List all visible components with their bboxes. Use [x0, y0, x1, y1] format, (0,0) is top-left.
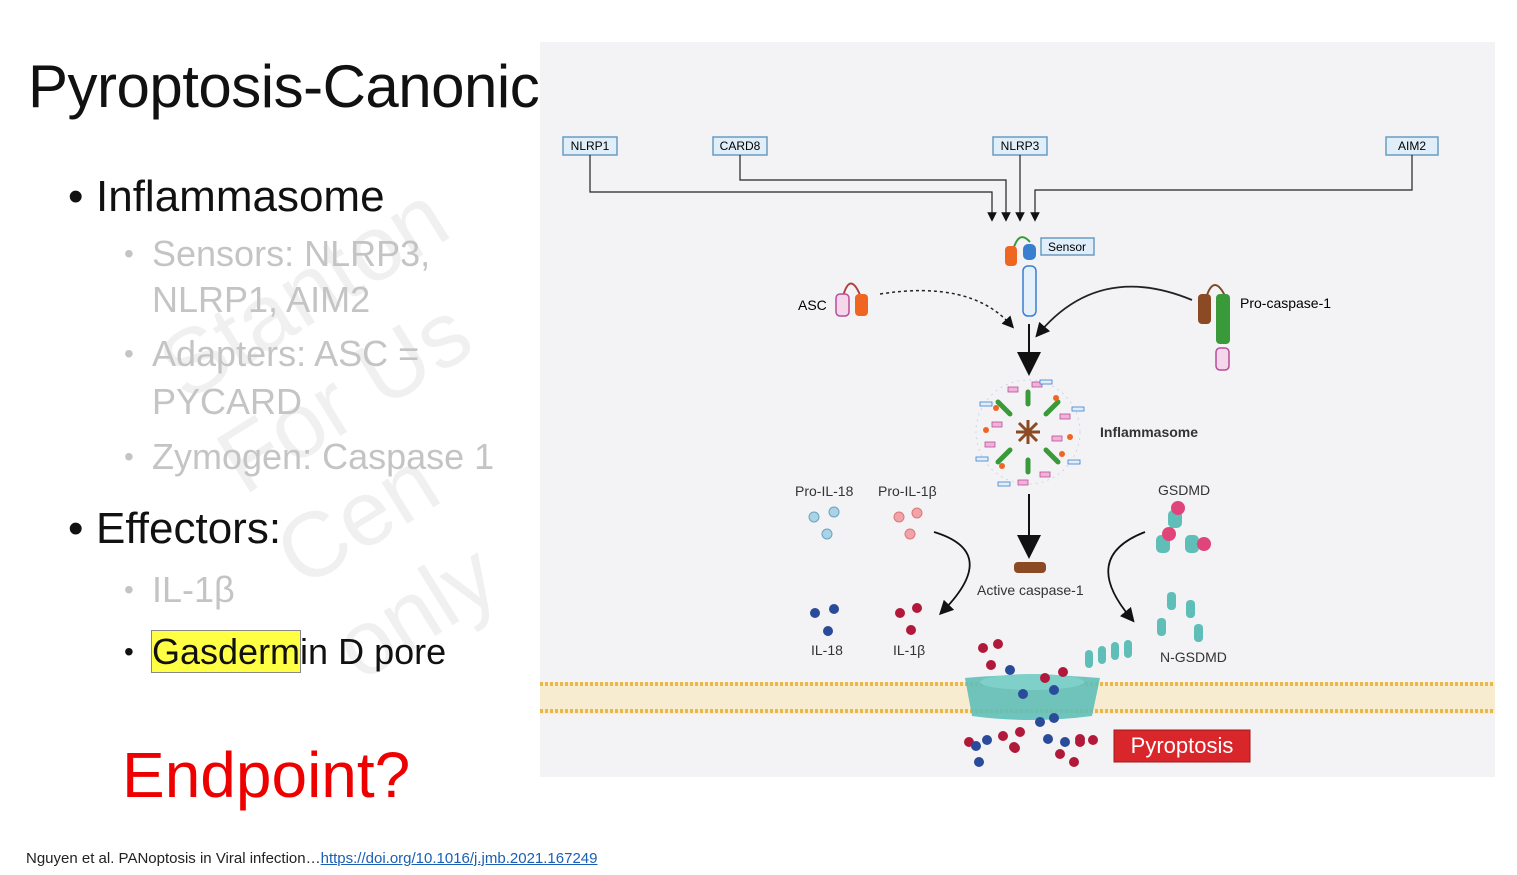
- card8-label: CARD8: [712, 136, 768, 156]
- nlrp3-text: NLRP3: [1001, 139, 1040, 153]
- sensor-protein: Sensor: [1005, 236, 1095, 317]
- cleavage-arrow: [1107, 531, 1146, 623]
- pathway-diagram: NLRP1 CARD8 NLRP3 AIM2 Sensor ASC: [540, 136, 1495, 767]
- pro-caspase-text: Pro-caspase-1: [1240, 295, 1331, 311]
- bullet-adapters: •Adapters: ASC =: [124, 333, 420, 374]
- bullet-sensors: •Sensors: NLRP3,: [124, 233, 431, 274]
- asc-text: ASC: [798, 297, 827, 313]
- gsdmd-text: GSDMD: [1158, 482, 1210, 498]
- inflammasome-complex: Inflammasome: [975, 379, 1198, 487]
- il-1b-group: IL-1β: [893, 603, 925, 658]
- pro-il1b-text: Pro-IL-1β: [878, 483, 937, 499]
- bullet-effectors: •Effectors:: [68, 504, 282, 553]
- bullet-sensors-cont: NLRP1, AIM2: [152, 279, 371, 320]
- bullet-inflammasome: •Inflammasome: [68, 172, 385, 221]
- bullet-adapters-cont: PYCARD: [152, 381, 303, 422]
- n-gsdmd-group: N-GSDMD: [1085, 592, 1227, 668]
- aim2-text: AIM2: [1398, 139, 1426, 153]
- bullet-inflammasome-text: Inflammasome: [96, 172, 385, 221]
- active-caspase-text: Active caspase-1: [977, 582, 1084, 598]
- bullet-list: •Inflammasome •Sensors: NLRP3, NLRP1, AI…: [0, 0, 560, 875]
- pyroptosis-pathway-figure: NLRP1 CARD8 NLRP3 AIM2 Sensor ASC: [540, 42, 1495, 777]
- nlrp3-label: NLRP3: [992, 136, 1048, 156]
- inflammasome-text: Inflammasome: [1100, 424, 1198, 440]
- pyroptosis-text: Pyroptosis: [1131, 733, 1234, 758]
- gasdermin-pore: [965, 674, 1100, 720]
- gsdmd-group: GSDMD: [1156, 482, 1211, 553]
- pyroptosis-label: Pyroptosis: [1113, 729, 1251, 763]
- pro-il18-text: Pro-IL-18: [795, 483, 854, 499]
- citation: Nguyen et al. PANoptosis in Viral infect…: [26, 850, 598, 867]
- bullet-il1b: •IL-1β: [124, 569, 235, 610]
- il1b-text: IL-1β: [893, 642, 925, 658]
- released-cytokines: [964, 639, 1098, 767]
- bullet-gasdermin: •Gasdermin D pore: [124, 630, 447, 673]
- active-caspase-1: Active caspase-1: [977, 562, 1084, 598]
- pro-il-1b-group: Pro-IL-1β: [878, 483, 937, 540]
- pro-caspase-1-protein: Pro-caspase-1: [1035, 284, 1331, 371]
- processing-arrow: [933, 531, 971, 616]
- aim2-label: AIM2: [1385, 136, 1439, 156]
- bullet-zymogen: •Zymogen: Caspase 1: [124, 436, 495, 477]
- il18-text: IL-18: [811, 642, 843, 658]
- n-gsdmd-text: N-GSDMD: [1160, 649, 1227, 665]
- gasdermin-highlight: Gasderm: [150, 630, 302, 673]
- il-18-group: IL-18: [810, 604, 843, 658]
- pro-il-18-group: Pro-IL-18: [795, 483, 854, 540]
- asc-protein: ASC: [798, 282, 1015, 329]
- slide-title: Pyroptosis-Canonical: [28, 53, 585, 120]
- endpoint-question: Endpoint?: [122, 739, 411, 811]
- doi-link[interactable]: https://doi.org/10.1016/j.jmb.2021.16724…: [320, 850, 598, 867]
- nlrp1-label: NLRP1: [562, 136, 618, 156]
- bullet-effectors-text: Effectors:: [96, 504, 282, 553]
- nlrp1-text: NLRP1: [571, 139, 610, 153]
- card8-text: CARD8: [720, 139, 761, 153]
- sensor-text: Sensor: [1048, 240, 1086, 254]
- sensor-connectors: [589, 155, 1413, 222]
